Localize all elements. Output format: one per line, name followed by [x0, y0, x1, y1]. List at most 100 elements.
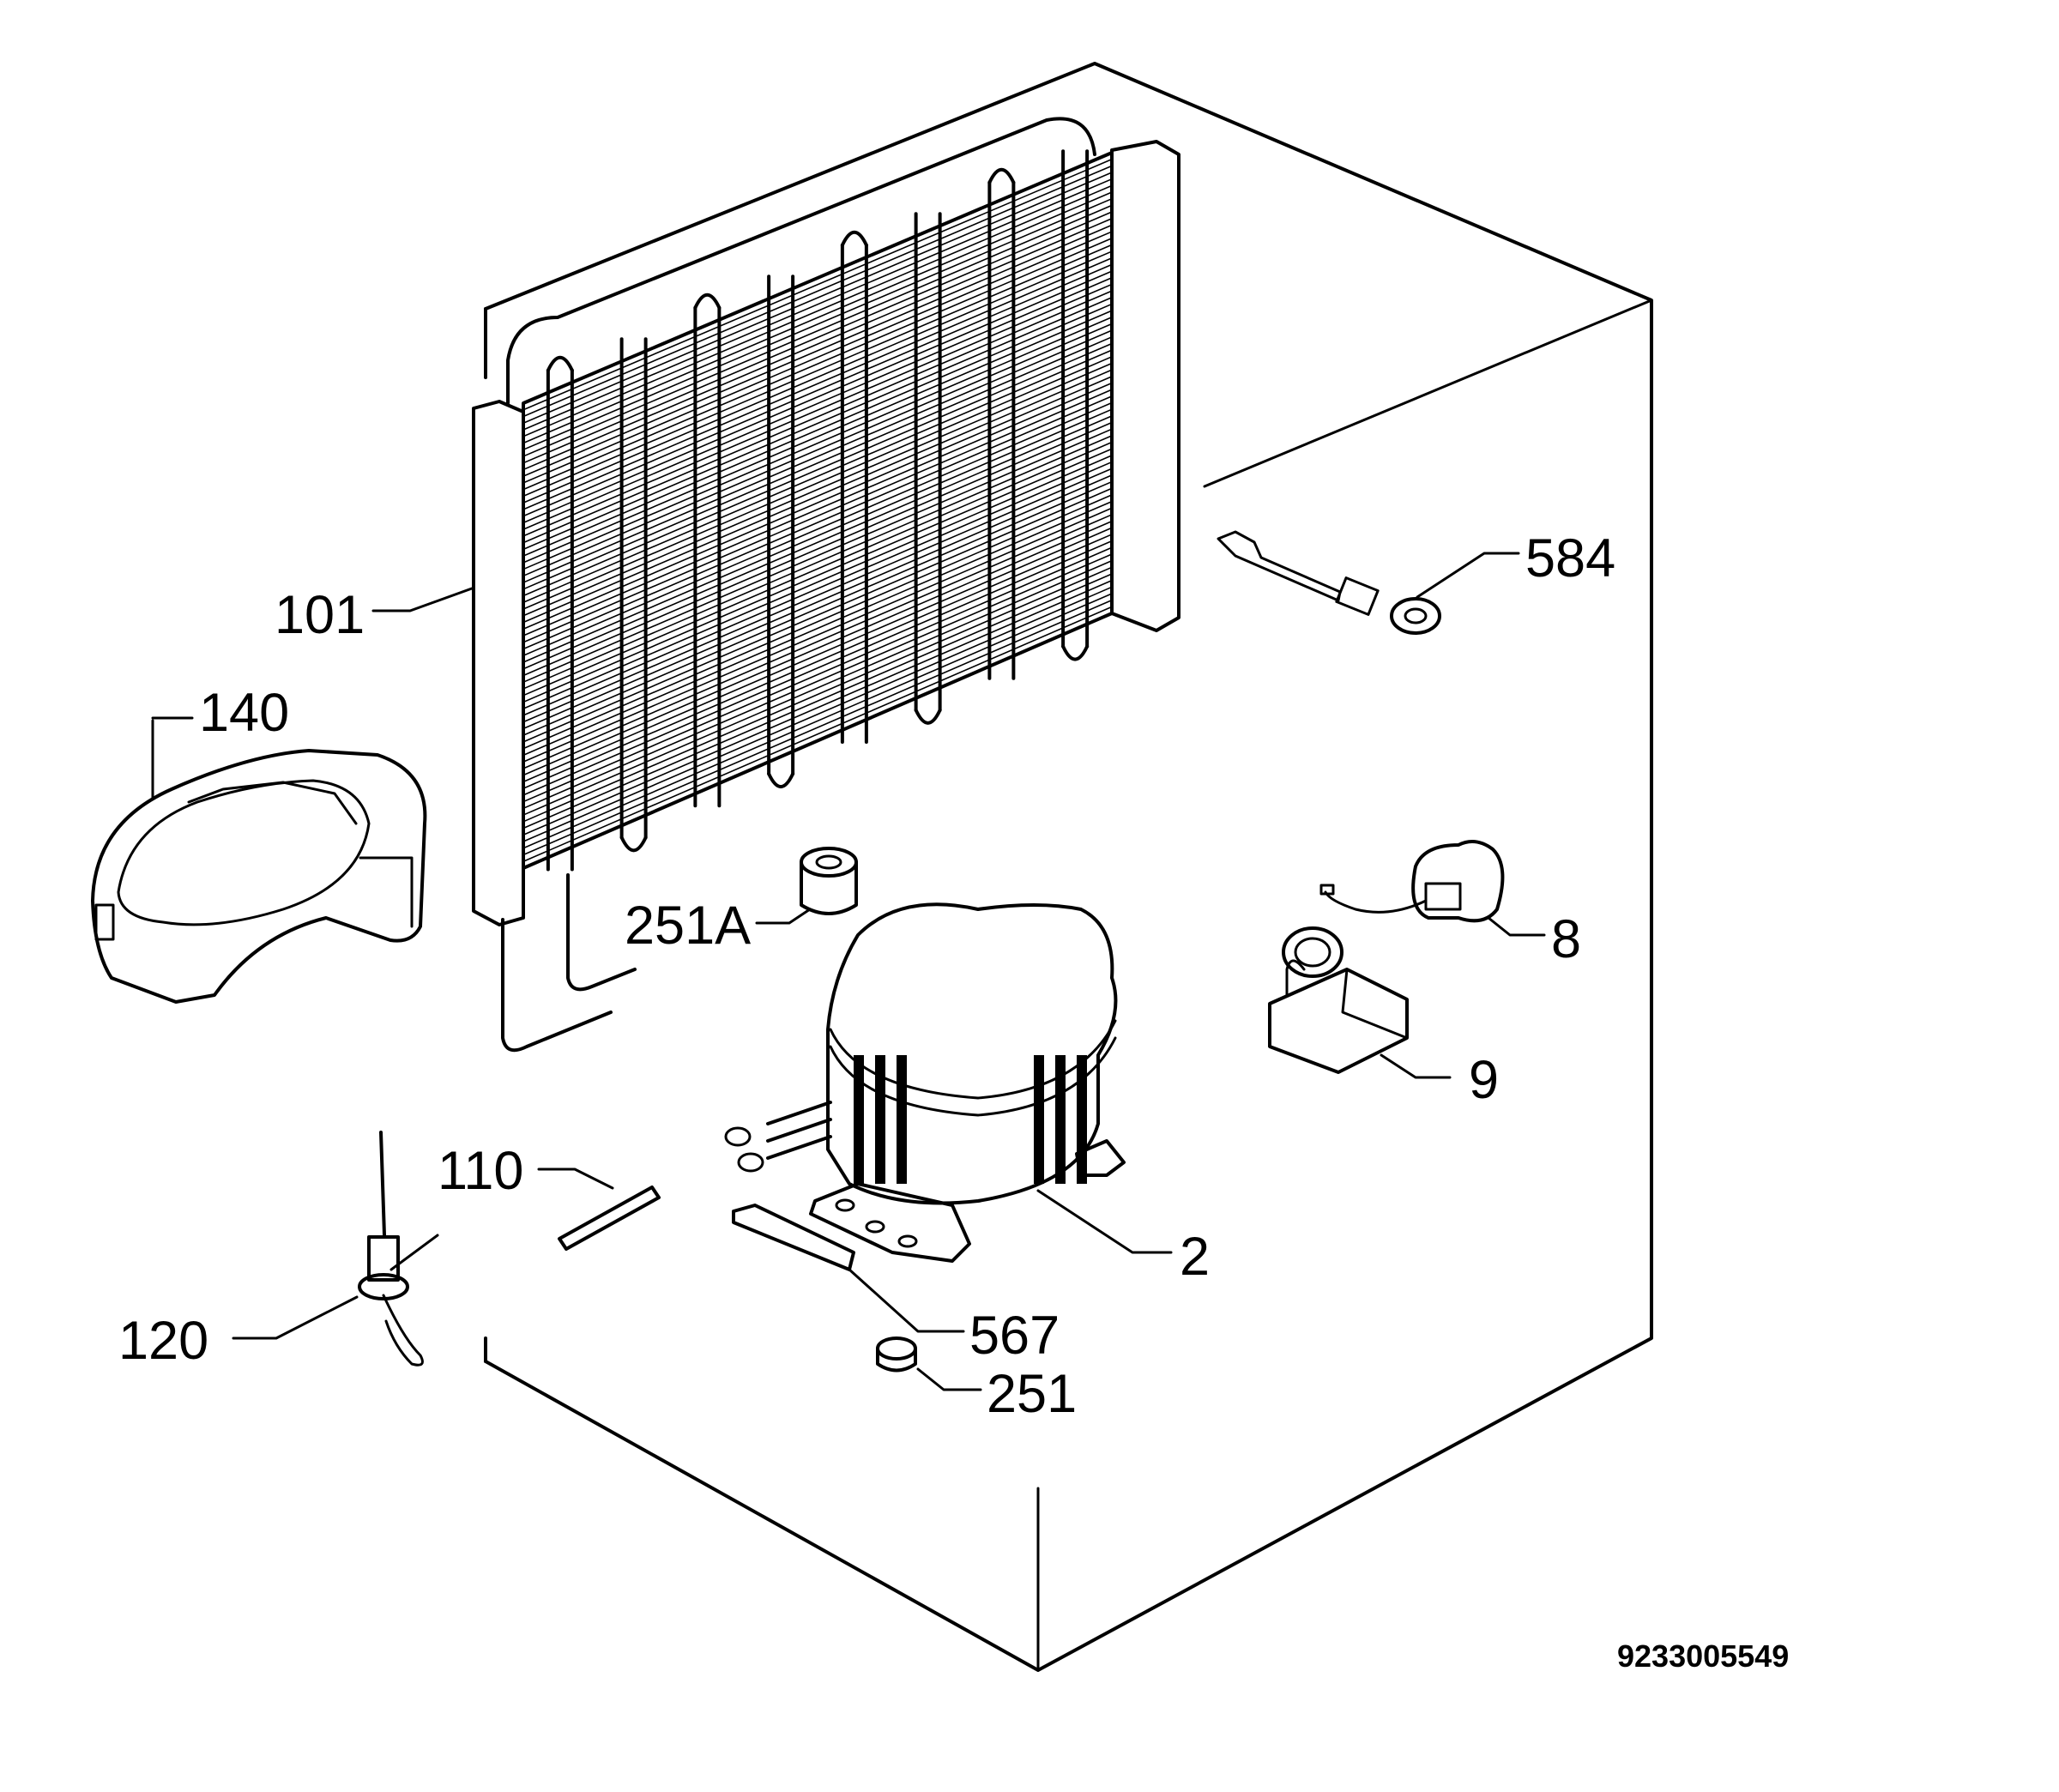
- callout-251a: 251A: [625, 896, 751, 956]
- fin-line: [522, 579, 1113, 836]
- fin-line: [522, 408, 1113, 663]
- fin-line: [522, 244, 1113, 498]
- fin-line: [522, 178, 1113, 431]
- fin-line: [522, 428, 1113, 683]
- fin-line: [522, 586, 1113, 842]
- protector-part-9: [1268, 926, 1409, 1074]
- fin-line: [522, 534, 1113, 789]
- fin-line: [522, 401, 1113, 656]
- process-tube-part: [558, 1186, 661, 1251]
- fin-line: [522, 421, 1113, 677]
- fin-line: [522, 204, 1113, 457]
- condenser-fins: [522, 158, 1113, 862]
- compressor-stripe: [854, 1055, 864, 1184]
- cabinet-outline: [484, 62, 1653, 1672]
- fin-line: [522, 369, 1113, 624]
- compressor-stripes: [854, 1055, 1087, 1184]
- fin-line: [522, 573, 1113, 830]
- fin-line: [522, 329, 1113, 583]
- mounting-plate-part: [732, 1204, 855, 1271]
- compressor-stripe: [897, 1055, 907, 1184]
- fin-line: [522, 441, 1113, 697]
- fin-line: [522, 184, 1113, 437]
- callout-140: 140: [199, 683, 289, 743]
- fin-line: [522, 356, 1113, 610]
- callout-2: 2: [1180, 1227, 1210, 1287]
- fin-line: [522, 197, 1113, 450]
- relay-part-8: [1319, 840, 1505, 923]
- fin-line: [522, 283, 1113, 537]
- fin-line: [522, 494, 1113, 750]
- fin-line: [522, 395, 1113, 650]
- document-number: 9233005549: [1617, 1638, 1789, 1674]
- fin-line: [522, 474, 1113, 730]
- fin-line: [522, 211, 1113, 464]
- fin-line: [522, 546, 1113, 803]
- tube-bend: [546, 355, 574, 372]
- fin-line: [522, 599, 1113, 856]
- fin-line: [522, 593, 1113, 849]
- drip-tray-part: [91, 749, 427, 1004]
- compressor-stripe: [1034, 1055, 1044, 1184]
- fin-line: [522, 172, 1113, 424]
- compressor-stripe: [875, 1055, 885, 1184]
- fin-line: [522, 553, 1113, 810]
- fin-line: [522, 468, 1113, 723]
- tube-bend: [1061, 644, 1090, 661]
- fin-line: [522, 310, 1113, 564]
- callout-101: 101: [275, 585, 365, 645]
- grommet-part: [876, 1336, 917, 1373]
- tube-bend: [767, 772, 795, 788]
- fin-line: [522, 158, 1113, 411]
- compressor-part: [724, 902, 1126, 1263]
- fin-line: [522, 263, 1113, 517]
- fin-line: [522, 224, 1113, 477]
- fin-line: [522, 389, 1113, 643]
- fin-line: [522, 317, 1113, 570]
- fin-line: [522, 270, 1113, 524]
- leader-lines: [151, 552, 1546, 1391]
- callout-9: 9: [1469, 1050, 1499, 1110]
- fin-line: [522, 487, 1113, 743]
- filter-drier-part: [800, 847, 858, 915]
- fin-line: [522, 455, 1113, 709]
- fin-line: [522, 480, 1113, 736]
- compressor-stripe: [1055, 1055, 1066, 1184]
- condenser-tubes: [546, 149, 1090, 872]
- callout-251: 251: [987, 1364, 1077, 1424]
- valve-part-120: [358, 1131, 439, 1367]
- tube-bend: [987, 167, 1016, 184]
- fin-line: [522, 559, 1113, 816]
- callout-110: 110: [438, 1141, 523, 1201]
- condenser-part: [472, 117, 1180, 1053]
- fin-line: [522, 191, 1113, 444]
- fin-line: [522, 514, 1113, 769]
- fin-line: [522, 566, 1113, 823]
- fin-line: [522, 297, 1113, 551]
- fin-line: [522, 540, 1113, 796]
- tube-bend: [840, 230, 868, 247]
- fin-line: [522, 336, 1113, 590]
- fin-line: [522, 342, 1113, 597]
- tube-bend: [693, 293, 722, 310]
- fin-line: [522, 606, 1113, 862]
- fin-line: [522, 448, 1113, 703]
- fin-line: [522, 376, 1113, 630]
- callout-8: 8: [1551, 909, 1581, 969]
- fin-line: [522, 362, 1113, 617]
- fin-line: [522, 415, 1113, 670]
- sensor-part-584: [1217, 530, 1441, 635]
- fin-line: [522, 500, 1113, 757]
- fin-line: [522, 277, 1113, 530]
- callout-120: 120: [118, 1311, 208, 1371]
- fin-line: [522, 303, 1113, 557]
- tube-bend: [914, 708, 942, 725]
- fin-line: [522, 250, 1113, 504]
- fin-line: [522, 165, 1113, 418]
- fin-line: [522, 461, 1113, 716]
- fin-line: [522, 520, 1113, 776]
- fin-line: [522, 349, 1113, 604]
- fin-line: [522, 382, 1113, 637]
- callout-567: 567: [969, 1306, 1060, 1366]
